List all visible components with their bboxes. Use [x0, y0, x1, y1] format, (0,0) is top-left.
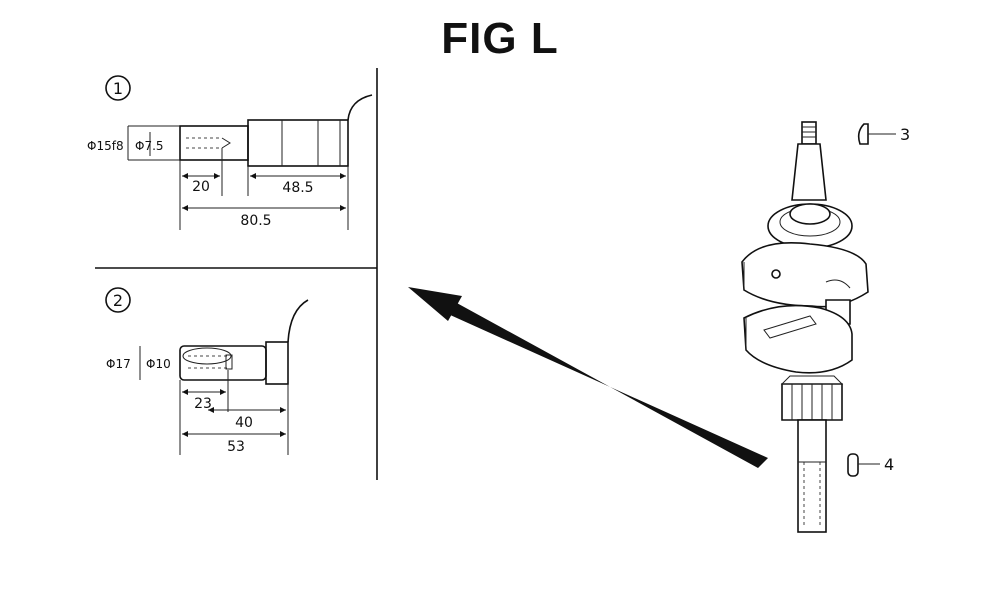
detail-marker-2 — [105, 287, 131, 313]
detail-2: 2 Φ17 Φ10 23 40 53 — [105, 287, 309, 455]
woodruff-key-icon — [857, 123, 869, 145]
detail-marker-1 — [105, 75, 131, 101]
straight-key-icon — [847, 453, 859, 477]
callout-3: 3 — [900, 125, 910, 144]
shaft-1-body — [247, 119, 349, 167]
shaft-2-body — [265, 341, 289, 385]
part-4-key: 4 — [847, 453, 894, 477]
crankshaft-upper-counterweight — [741, 242, 869, 308]
detail-1-outer-diameter: Φ15f8 — [87, 139, 124, 153]
detail-1: 1 Φ15f8 Φ7.5 20 48.5 80.5 — [87, 75, 373, 230]
detail-1-dim-a: 20 — [192, 179, 210, 195]
shaft-1-tip — [179, 125, 249, 161]
crankshaft-upper-shaft — [791, 143, 827, 201]
detail-2-outer-diameter: Φ17 — [106, 357, 131, 371]
detail-1-dim-b: 48.5 — [282, 180, 313, 196]
detail-2-dim-total: 53 — [227, 439, 245, 455]
crankshaft — [741, 121, 869, 533]
detail-2-dim-b: 40 — [235, 415, 253, 431]
figure-title: FIG L — [441, 14, 559, 63]
detail-2-inner-diameter: Φ10 — [146, 357, 171, 371]
detail-1-dim-total: 80.5 — [240, 213, 271, 229]
detail-marker-2-label: 2 — [113, 291, 123, 310]
part-3-key: 3 — [857, 123, 910, 145]
detail-1-inner-diameter: Φ7.5 — [135, 139, 164, 153]
crankshaft-top-thread — [801, 121, 817, 145]
shaft-1-flange-curve — [347, 94, 373, 121]
detail-marker-1-label: 1 — [113, 79, 123, 98]
crankshaft-lower-shaft — [797, 419, 827, 533]
shaft-2-flange-curve — [287, 299, 309, 343]
detail-2-dim-a: 23 — [194, 396, 212, 412]
callout-4: 4 — [884, 455, 894, 474]
shaft-2-tip — [179, 345, 267, 381]
reference-arrow — [408, 287, 768, 468]
crankshaft-lower-counterweight — [743, 304, 853, 374]
